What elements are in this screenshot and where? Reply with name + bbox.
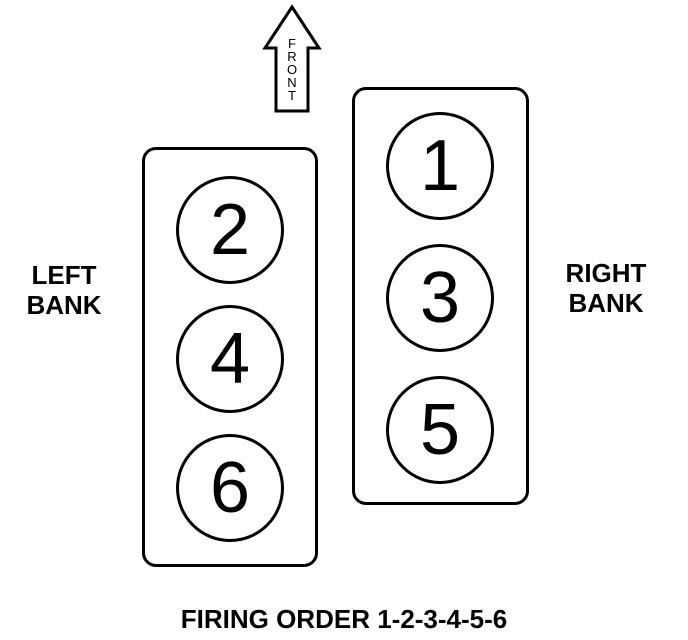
- cylinder-number: 2: [209, 190, 251, 270]
- cylinder-number: 6: [209, 448, 251, 528]
- right-bank-label-line1: RIGHT: [565, 258, 647, 288]
- firing-order-caption: FIRING ORDER 1-2-3-4-5-6: [180, 604, 508, 634]
- left-bank-label-line1: LEFT: [31, 260, 97, 290]
- right-bank-box: 1 3 5: [352, 87, 529, 505]
- cylinder-number: 3: [419, 258, 461, 338]
- left-bank-label-line2: BANK: [26, 290, 102, 320]
- cylinder-circle: 3: [386, 244, 494, 352]
- cylinder-circle: 2: [176, 176, 284, 284]
- right-bank-label: RIGHT BANK: [556, 258, 656, 318]
- front-arrow-icon: [262, 4, 322, 113]
- cylinder-circle: 1: [386, 112, 494, 220]
- cylinder-circle: 5: [386, 376, 494, 484]
- front-label: F R O N T: [282, 37, 302, 102]
- right-bank-label-line2: BANK: [568, 288, 644, 318]
- left-bank-box: 2 4 6: [142, 147, 318, 567]
- cylinder-number: 1: [419, 126, 461, 206]
- cylinder-circle: 4: [176, 305, 284, 413]
- front-letter: O: [286, 62, 298, 77]
- cylinder-number: 4: [209, 319, 251, 399]
- front-letter: T: [288, 88, 296, 103]
- cylinder-circle: 6: [176, 434, 284, 542]
- left-bank-label: LEFT BANK: [18, 260, 110, 320]
- front-letter: R: [287, 49, 297, 64]
- cylinder-number: 5: [419, 390, 461, 470]
- front-letter: N: [287, 75, 297, 90]
- front-letter: F: [288, 36, 296, 51]
